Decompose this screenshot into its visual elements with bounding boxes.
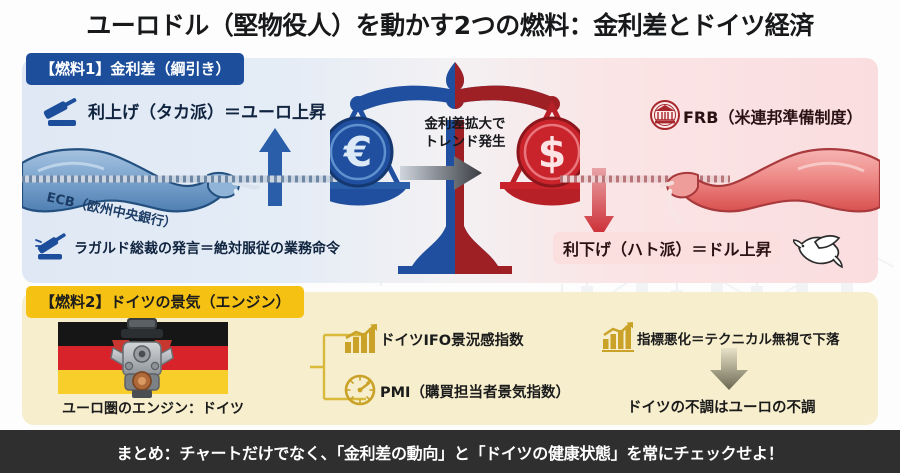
indicator-deterioration-text: 指標悪化＝テクニカル無視で下落 <box>637 332 840 348</box>
svg-text:$: $ <box>538 129 567 177</box>
gavel-icon <box>42 94 86 136</box>
hawkish-text: 利上げ（タカ派）＝ユーロ上昇 <box>88 103 326 123</box>
arrow-up-icon <box>258 128 292 210</box>
balance-scale-icon: € $ <box>306 60 604 289</box>
rope-left <box>22 170 352 189</box>
gauge-icon <box>344 374 376 410</box>
rope-right <box>560 170 730 189</box>
footer-summary-text: まとめ：チャートだけでなく、「金利差の動向」と「ドイツの健康状態」を常にチェック… <box>116 443 784 463</box>
arrow-right-icon <box>400 155 482 195</box>
arrow-down-icon <box>583 168 615 244</box>
indicator-label-pmi: PMI（購買担当者景気指数） <box>380 385 570 401</box>
trend-caption-line1: 金利差拡大で <box>424 116 506 132</box>
page-title: ユーロドル（堅物役人）を動かす2つの燃料：金利差とドイツ経済 <box>86 11 814 40</box>
dove-icon <box>791 230 843 274</box>
trend-caption: 金利差拡大で トレンド発生 <box>399 116 531 152</box>
arrow-down-icon-2 <box>709 348 749 394</box>
trend-caption-line2: トレンド発生 <box>424 133 506 150</box>
frb-label: FRB（米連邦準備制度） <box>683 108 863 127</box>
frb-arm-illustration <box>648 145 882 245</box>
bracket-connector <box>310 330 370 408</box>
frb-seal-icon <box>650 100 680 134</box>
bar-chart-up-icon <box>344 324 378 358</box>
indicator-label-ifo: ドイツIFO景況感指数 <box>380 333 524 349</box>
section-1-header: 【燃料1】金利差（綱引き） <box>26 53 245 85</box>
dovish-text: 利下げ（ハト派）＝ドル上昇 <box>553 232 782 264</box>
section-2-header: 【燃料2】ドイツの景気（エンジン） <box>26 286 305 318</box>
footer-banner: まとめ：チャートだけでなく、「金利差の動向」と「ドイツの健康状態」を常にチェック… <box>0 430 900 473</box>
engine-icon <box>99 318 185 404</box>
conclusion-text: ドイツの不調はユーロの不調 <box>627 400 816 416</box>
gavel-icon-2 <box>34 232 76 268</box>
lagarde-statement-text: ラガルド総裁の発言＝絶対服従の業務命令 <box>74 241 340 257</box>
bar-chart-up-icon-2 <box>602 322 634 356</box>
svg-text:€: € <box>343 128 373 176</box>
engine-caption: ユーロ圏のエンジン：ドイツ <box>62 401 244 417</box>
